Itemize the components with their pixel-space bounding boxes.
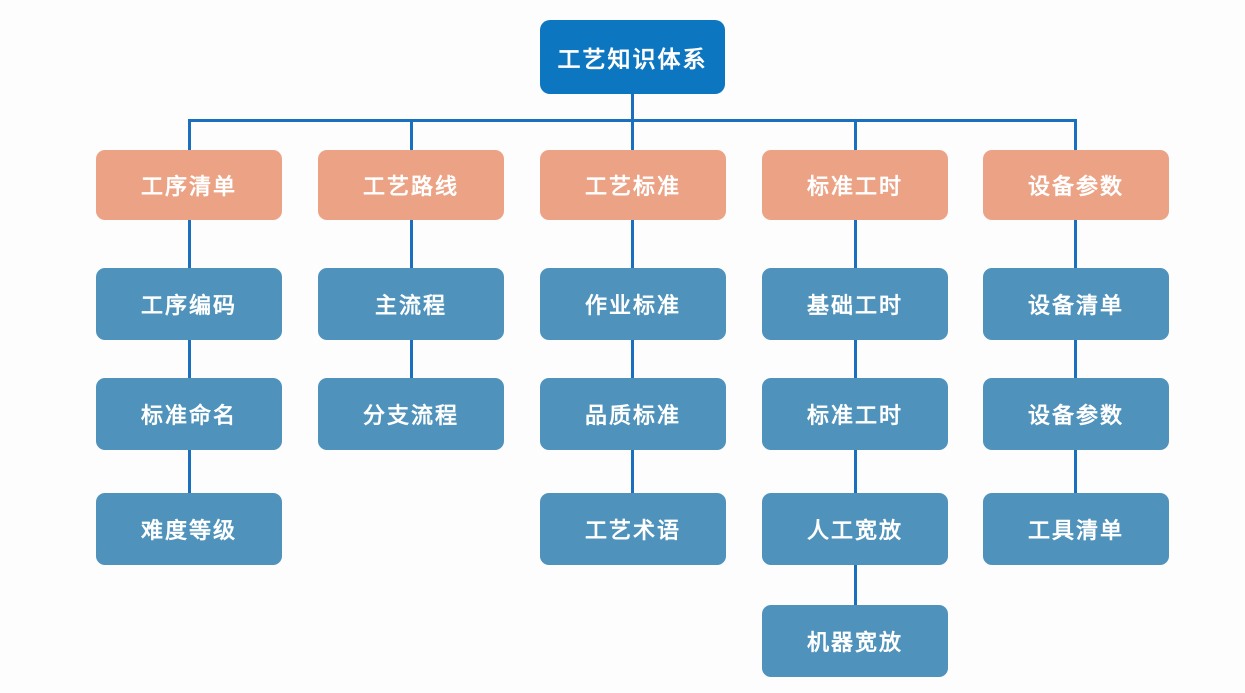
connector — [854, 220, 857, 268]
branch-node: 标准工时 — [762, 150, 948, 220]
child-node: 人工宽放 — [762, 493, 948, 565]
connector — [854, 565, 857, 605]
branch-node: 工序清单 — [96, 150, 282, 220]
connector-branch-drop — [188, 122, 191, 150]
connector-branch-drop — [410, 122, 413, 150]
connector — [1074, 450, 1077, 493]
child-node: 作业标准 — [540, 268, 726, 340]
branch-node: 工艺路线 — [318, 150, 504, 220]
child-node: 难度等级 — [96, 493, 282, 565]
connector — [854, 340, 857, 378]
child-node: 工序编码 — [96, 268, 282, 340]
child-node: 分支流程 — [318, 378, 504, 450]
root-node: 工艺知识体系 — [540, 20, 725, 94]
child-node: 工具清单 — [983, 493, 1169, 565]
child-node: 设备参数 — [983, 378, 1169, 450]
connector — [188, 340, 191, 378]
connector — [854, 450, 857, 493]
child-node: 机器宽放 — [762, 605, 948, 677]
connector — [1074, 340, 1077, 378]
child-node: 标准工时 — [762, 378, 948, 450]
child-node: 工艺术语 — [540, 493, 726, 565]
child-node: 标准命名 — [96, 378, 282, 450]
connector-branch-drop — [1074, 122, 1077, 150]
branch-node: 工艺标准 — [540, 150, 726, 220]
connector-bus — [188, 119, 1077, 122]
connector-branch-drop — [854, 122, 857, 150]
connector — [631, 450, 634, 493]
branch-node: 设备参数 — [983, 150, 1169, 220]
connector — [631, 220, 634, 268]
connector — [1074, 220, 1077, 268]
child-node: 主流程 — [318, 268, 504, 340]
connector — [188, 450, 191, 493]
connector — [410, 340, 413, 378]
child-node: 品质标准 — [540, 378, 726, 450]
connector — [410, 220, 413, 268]
connector — [631, 340, 634, 378]
connector-root-drop — [631, 94, 634, 119]
connector-branch-drop — [631, 122, 634, 150]
child-node: 基础工时 — [762, 268, 948, 340]
child-node: 设备清单 — [983, 268, 1169, 340]
connector — [188, 220, 191, 268]
